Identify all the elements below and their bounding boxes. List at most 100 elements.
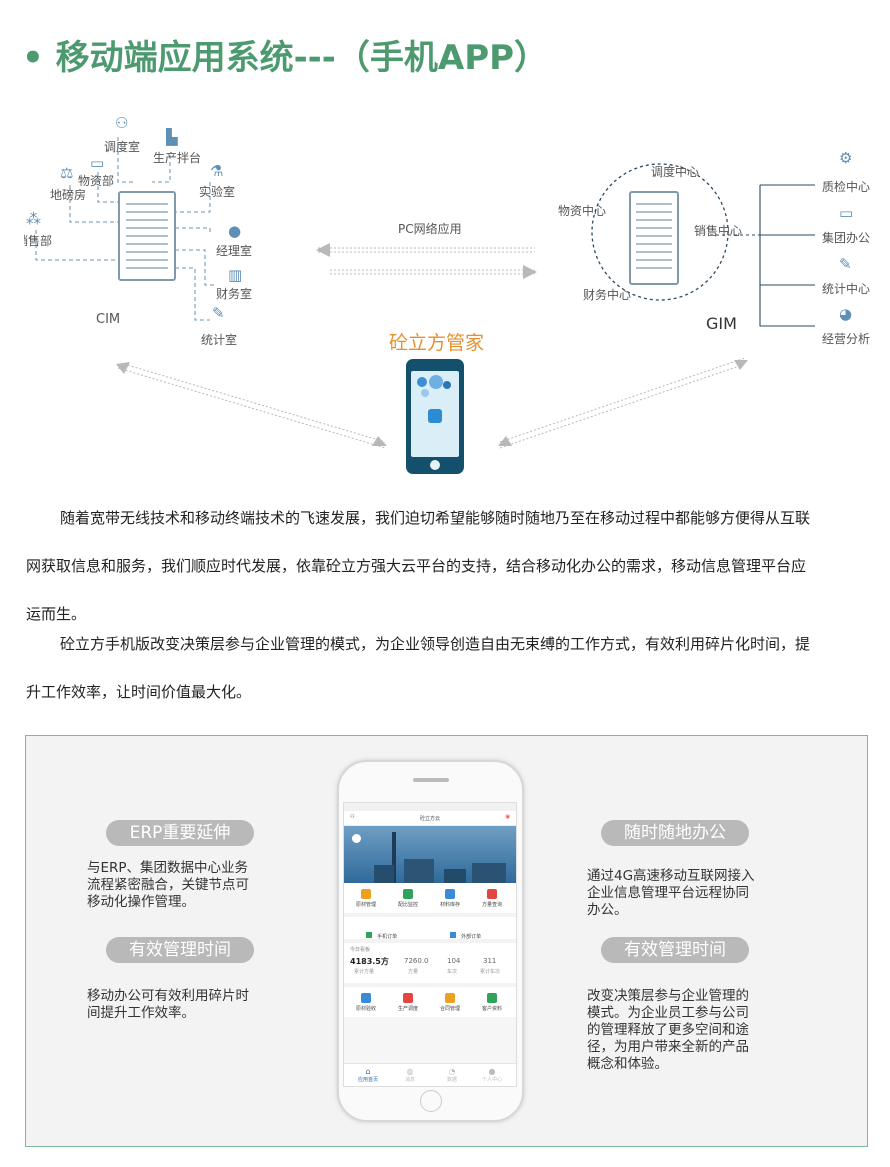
node-mixing-station: 生产拌台	[153, 151, 202, 165]
node-manager-office: 经理室	[216, 244, 253, 258]
today-board: 今日看板 4183.5方 累计方量 7260.0 方量 104 车次 311 累…	[344, 939, 516, 983]
item-icon	[361, 889, 371, 899]
text-line: 径，为用户带来全新的产品	[587, 1039, 749, 1055]
today-label: 今日看板	[350, 947, 371, 953]
menu-item-8[interactable]: 客户资料	[472, 993, 512, 1012]
tab-home[interactable]: ⌂应用首页	[348, 1067, 388, 1083]
branch-business-analysis: 经营分析	[822, 332, 871, 346]
text-line: 改变决策层参与企业管理的	[587, 988, 749, 1004]
feature-erp-title: ERP重要延伸	[106, 820, 254, 846]
paragraph-1-line-1: 随着宽带无线技术和移动终端技术的飞速发展，我们迫切希望能够随时随地乃至在移动过程…	[60, 509, 811, 527]
person-icon: ●	[488, 1067, 496, 1076]
connection-arrows	[116, 243, 748, 449]
banner	[344, 826, 516, 883]
item-icon	[487, 993, 497, 1003]
chart-icon: ◔	[448, 1067, 456, 1076]
book-icon: ▥	[228, 266, 243, 284]
tab-data[interactable]: ◔数据	[432, 1067, 472, 1083]
node-weighbridge: 地磅房	[50, 188, 87, 202]
node-dispatch-center: 调度中心	[651, 165, 700, 179]
node-materials-dept: 物资部	[78, 174, 115, 188]
group-icon: ⁂	[26, 210, 41, 228]
gim-label: GIM	[706, 314, 737, 333]
phone-screen: ⚇ 砼立方云 ▣ 原材管理 配比监控 材料库存 方量查询 手机订单 外部订单 今…	[343, 802, 517, 1087]
menu-item-5[interactable]: 原材验收	[346, 993, 386, 1012]
feature-erp-text: 与ERP、集团数据中心业务 流程紧密融合，关键节点可 移动化操作管理。	[87, 860, 249, 911]
item-label: 手机订单	[377, 934, 398, 940]
feature-anywhere-title: 随时随地办公	[601, 820, 749, 846]
item-label: 生产调度	[397, 1006, 418, 1012]
node-statistics-office: 统计室	[201, 333, 238, 347]
stat-label-3: 车次	[447, 969, 458, 975]
text-line: 间提升工作效率。	[87, 1005, 195, 1021]
node-dispatch-room: 调度室	[104, 140, 141, 154]
tab-profile[interactable]: ●个人中心	[472, 1067, 512, 1083]
text-line: 办公。	[587, 902, 628, 918]
feature-anywhere-text: 通过4G高速移动互联网接入 企业信息管理平台远程协同 办公。	[587, 868, 755, 919]
node-sales-center: 销售中心	[694, 224, 743, 238]
building-shape	[404, 859, 434, 883]
rocket-icon	[450, 932, 456, 938]
network-label: PC网络应用	[398, 222, 462, 236]
monitor-icon: ▭	[90, 154, 105, 172]
branch-quality-center: 质检中心	[822, 180, 871, 194]
page-title: • 移动端应用系统---（手机APP）	[22, 38, 549, 78]
menu-item-7[interactable]: 合同管理	[430, 993, 470, 1012]
text-line: 模式。为企业员工参与公司	[587, 1005, 749, 1021]
stat-value-1: 4183.5方	[350, 957, 389, 966]
tab-label: 消息	[404, 1077, 415, 1083]
building-shape	[444, 869, 466, 883]
branch-group-office: 集团办公	[822, 231, 871, 245]
branch-statistics-center: 统计中心	[822, 282, 871, 296]
item-label: 合同管理	[439, 1006, 460, 1012]
text-line: 与ERP、集团数据中心业务	[87, 860, 249, 876]
stat-label-1: 累计方量	[354, 969, 375, 975]
feature-time-text-left: 移动办公可有效利用碎片时 间提升工作效率。	[87, 988, 249, 1022]
menu-item-6[interactable]: 生产调度	[388, 993, 428, 1012]
mobile-order-button[interactable]: 手机订单	[366, 923, 397, 942]
tab-bar: ⌂应用首页 ◍消息 ◔数据 ●个人中心	[344, 1063, 516, 1086]
doc-icon	[366, 932, 372, 938]
screen-spacer	[344, 1017, 516, 1063]
menu-item-3[interactable]: 材料库存	[430, 889, 470, 908]
text-line: 流程紧密融合，关键节点可	[87, 877, 249, 893]
home-button[interactable]	[420, 1090, 442, 1112]
text-line: 企业信息管理平台远程协同	[587, 885, 749, 901]
phone-icon	[406, 359, 464, 474]
paragraph-1-line-2: 网获取信息和服务，我们顺应时代发展，依靠砼立方强大云平台的支持，结合移动化办公的…	[26, 557, 807, 575]
user-icon[interactable]: ⚇	[350, 814, 355, 820]
menu-item-2[interactable]: 配比监控	[388, 889, 428, 908]
item-label: 客户资料	[481, 1006, 502, 1012]
menu-item-4[interactable]: 方量查询	[472, 889, 512, 908]
tab-label: 应用首页	[357, 1077, 378, 1083]
building-shape	[374, 865, 394, 883]
node-finance-office: 财务室	[216, 287, 253, 301]
building-shape	[472, 863, 506, 883]
tab-messages[interactable]: ◍消息	[390, 1067, 430, 1083]
node-materials-center: 物资中心	[558, 204, 607, 218]
text-line: 移动化操作管理。	[87, 894, 195, 910]
text-line: 的管理释放了更多空间和途	[587, 1022, 749, 1038]
feature-time-text-right: 改变决策层参与企业管理的 模式。为企业员工参与公司 的管理释放了更多空间和途 径…	[587, 988, 749, 1073]
item-label: 原材管理	[355, 902, 376, 908]
phone-speaker	[413, 778, 449, 782]
feature-time-title-left: 有效管理时间	[106, 937, 254, 963]
app-header: ⚇ 砼立方云 ▣	[344, 811, 516, 826]
flask-icon: ⚗	[210, 162, 224, 180]
pie-chart-icon: ◕	[839, 305, 853, 323]
item-icon	[403, 993, 413, 1003]
app-title: 砼立方云	[419, 816, 440, 822]
menu-grid-2: 原材验收 生产调度 合同管理 客户资料	[344, 983, 516, 1017]
text-line: 移动办公可有效利用碎片时	[87, 988, 249, 1004]
item-icon	[361, 993, 371, 1003]
factory-icon: ▙	[166, 128, 178, 146]
tab-label: 个人中心	[481, 1077, 502, 1083]
chat-icon: ◍	[406, 1067, 414, 1076]
node-finance-center: 财务中心	[583, 288, 632, 302]
gear-icon: ⚙	[839, 149, 853, 167]
external-order-button[interactable]: 外部订单	[450, 923, 481, 942]
people-icon: ⚇	[115, 114, 129, 132]
message-icon[interactable]: ▣	[505, 814, 510, 820]
paragraph-1: 随着宽带无线技术和移动终端技术的飞速发展，我们迫切希望能够随时随地乃至在移动过程…	[26, 494, 876, 638]
menu-item-1[interactable]: 原材管理	[346, 889, 386, 908]
